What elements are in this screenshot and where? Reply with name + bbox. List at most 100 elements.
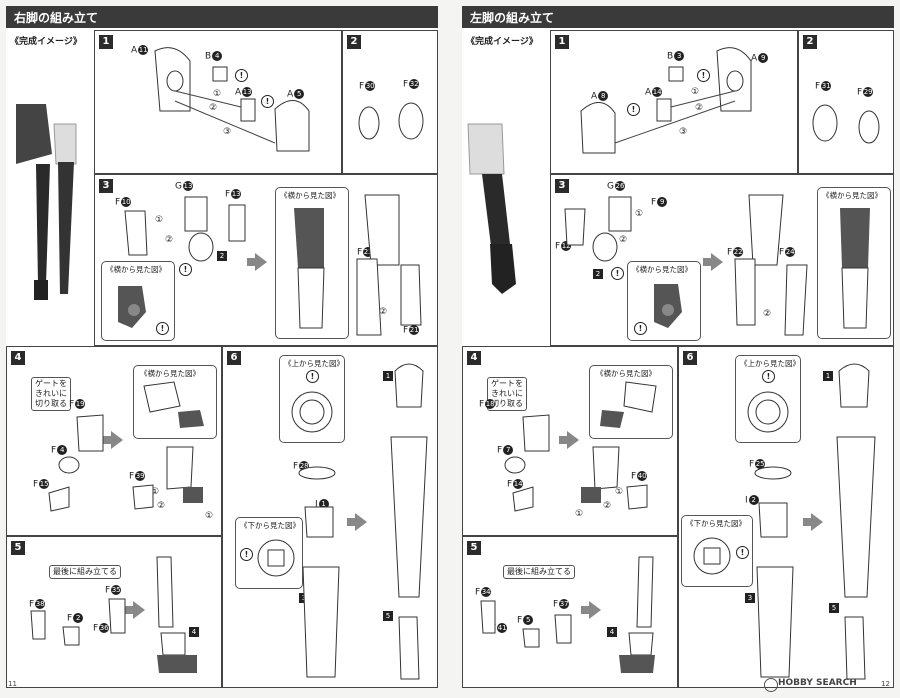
left-step5-arrow	[125, 601, 145, 619]
left-step3-number: 3	[99, 179, 113, 193]
left-step1-number: 1	[99, 35, 113, 49]
right-step6-top-view-title: 《上から見た図》	[740, 359, 800, 368]
left-step4-step-2: ②	[157, 501, 166, 511]
right-title-bar: 左脚の組み立て	[462, 6, 894, 28]
left-step6-top-view-title: 《上から見た図》	[284, 359, 344, 368]
left-step6-bottom-warning-icon: !	[240, 548, 253, 561]
left-step2-number: 2	[347, 35, 361, 49]
left-step3-step-2: ②	[165, 235, 174, 245]
right-preview-label: 《完成イメージ》	[466, 37, 538, 47]
left-step6-diagram	[298, 363, 428, 680]
left-title-bar: 右脚の組み立て	[6, 6, 438, 28]
left-step3-diagram	[124, 194, 422, 336]
right-step3-side-view-callout: 《横から見た図》 !	[627, 261, 701, 341]
left-step4-gate-note: ゲートを きれいに 切り取る	[31, 377, 71, 411]
left-step3-side-view-callout: 《横から見た図》 !	[101, 261, 175, 341]
left-step6-top-warning-icon: !	[306, 370, 319, 383]
right-step3-arrow	[703, 253, 723, 271]
left-step4-number: 4	[11, 351, 25, 365]
left-step6-arrow	[347, 513, 367, 531]
left-step6-sub-5: 5	[383, 611, 393, 621]
right-step4-gate-note: ゲートを きれいに 切り取る	[487, 377, 527, 411]
left-step6-bottom-view-callout: 《下から見た図》 !	[235, 517, 303, 589]
left-step4-diagram	[48, 414, 203, 512]
right-page-number: 12	[881, 680, 890, 688]
left-step6-panel: 6 《上から見た図》 ! F28 I1 《下から見た図》 ! 3 1 5	[222, 346, 438, 688]
right-step4-side-view-callout: 《横から見た図》	[589, 365, 673, 439]
left-step5-diagram	[30, 556, 197, 673]
left-step6-sub-1: 1	[383, 371, 393, 381]
right-preview-leg	[467, 123, 516, 294]
right-step1-step-3: ③	[679, 127, 688, 137]
right-step3-step-1: ①	[635, 209, 644, 219]
left-page-number: 11	[8, 680, 17, 688]
left-step6-bottom-view-title: 《下から見た図》	[240, 521, 300, 530]
right-step6-arrow	[803, 513, 823, 531]
right-step4-side-view-title: 《横から見た図》	[596, 369, 656, 378]
left-step4-step-1: ①	[151, 487, 160, 497]
left-step3-side-view-title-2: 《横から見た図》	[280, 191, 340, 200]
left-step6-number: 6	[227, 351, 241, 365]
left-step1-step-2: ②	[209, 103, 218, 113]
left-step1-step-1: ①	[213, 89, 222, 99]
right-step3-warning-icon: !	[611, 267, 624, 280]
right-step1-step-1: ①	[691, 87, 700, 97]
right-step3-sub-2: 2	[593, 269, 603, 279]
right-step3-side-view-title: 《横から見た図》	[632, 265, 692, 274]
right-step6-top-warning-icon: !	[762, 370, 775, 383]
watermark: HOBBY SEARCH	[778, 678, 857, 688]
left-step6-top-view-callout: 《上から見た図》 !	[279, 355, 345, 443]
left-step1-warning-icon: !	[235, 69, 248, 82]
left-step2-diagram	[358, 102, 424, 140]
right-step6-sub-5: 5	[829, 603, 839, 613]
right-step6-diagram	[754, 363, 876, 680]
left-step5-number: 5	[11, 541, 25, 555]
left-step3-side-view-callout-2: 《横から見た図》	[275, 187, 349, 339]
right-step6-top-view-callout: 《上から見た図》 !	[735, 355, 801, 443]
right-step5-diagram	[480, 556, 655, 673]
left-step4-arrow	[103, 431, 123, 449]
right-step3-diagram	[564, 194, 808, 336]
right-step5-number: 5	[467, 541, 481, 555]
left-step3-side-warning-icon: !	[156, 322, 169, 335]
right-step6-number: 6	[683, 351, 697, 365]
left-step5-last-note: 最後に組み立てる	[49, 565, 121, 579]
right-step6-bottom-view-callout: 《下から見た図》 !	[681, 515, 753, 587]
left-step3-sub-2: 2	[217, 251, 227, 261]
right-step2-number: 2	[803, 35, 817, 49]
